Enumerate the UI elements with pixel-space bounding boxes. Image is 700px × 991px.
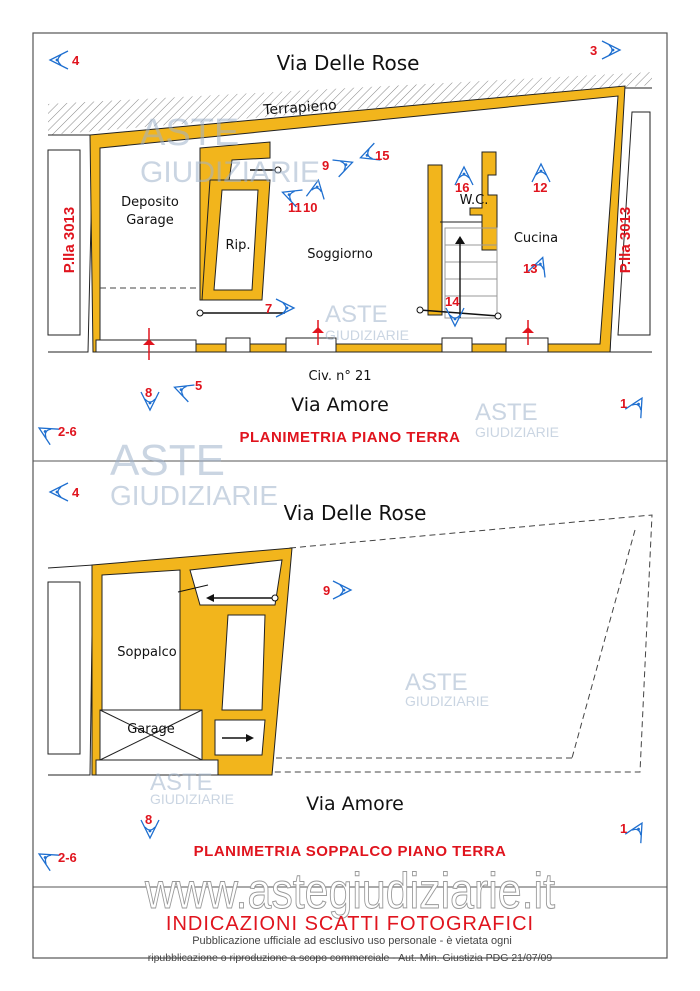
room-label-cucina: Cucina xyxy=(514,231,558,246)
svg-text:16: 16 xyxy=(455,180,469,195)
svg-text:2-6: 2-6 xyxy=(58,424,77,439)
disclaimer-line-2: ripubblicazione o riproduzione a scopo c… xyxy=(148,952,553,964)
camera-marker-13: 13 xyxy=(523,253,552,279)
camera-marker-5: 5 xyxy=(170,378,202,403)
embankment-label: Terrapieno xyxy=(262,97,337,118)
svg-text:13: 13 xyxy=(523,261,537,276)
svg-text:ASTE: ASTE xyxy=(475,399,538,426)
room-label-deposito: Deposito xyxy=(121,195,179,210)
svg-text:14: 14 xyxy=(445,294,460,309)
camera-marker-2-6: 2-6 xyxy=(33,419,77,446)
room-label-soggiorno: Soggiorno xyxy=(307,247,373,262)
neighbour-left-inner xyxy=(47,149,81,336)
svg-text:ASTE: ASTE xyxy=(325,301,388,328)
svg-text:8: 8 xyxy=(145,385,152,400)
street-top-label: Via Delle Rose xyxy=(277,51,420,75)
room-label-garage: Garage xyxy=(126,213,174,228)
kitchen-door xyxy=(505,337,549,353)
svg-text:2-6: 2-6 xyxy=(58,850,77,865)
camera-marker-2-6: 2-6 xyxy=(33,845,77,872)
stair-area xyxy=(189,559,283,606)
svg-text:4: 4 xyxy=(72,53,80,68)
camera-marker-14: 14 xyxy=(445,294,465,327)
room-label-soppalco: Soppalco xyxy=(117,645,176,660)
mezzanine-plan: Via Delle Rose Soppalco Garage Via Amore… xyxy=(33,482,653,872)
svg-text:ASTE: ASTE xyxy=(150,769,213,796)
street-top-label: Via Delle Rose xyxy=(284,501,427,525)
camera-marker-9: 9 xyxy=(322,153,357,178)
watermark-url: www.astegiudiziarie.it xyxy=(144,863,555,919)
svg-text:5: 5 xyxy=(195,378,202,393)
storage-room xyxy=(213,189,259,291)
svg-text:11: 11 xyxy=(288,200,302,215)
camera-marker-12: 12 xyxy=(531,163,551,195)
window xyxy=(441,337,473,353)
garage-door xyxy=(95,339,197,353)
svg-text:ASTE: ASTE xyxy=(405,669,468,696)
camera-marker-4: 4 xyxy=(49,50,80,70)
svg-text:GIUDIZIARIE: GIUDIZIARIE xyxy=(325,327,409,343)
neighbour-right-inner xyxy=(617,111,651,336)
stairs xyxy=(444,227,498,319)
street-bottom-label: Via Amore xyxy=(291,394,389,416)
neighbour-left-inner xyxy=(47,581,81,755)
entrance-arrows xyxy=(143,320,534,360)
svg-text:4: 4 xyxy=(72,485,80,500)
svg-text:7: 7 xyxy=(265,301,272,316)
svg-text:GIUDIZIARIE: GIUDIZIARIE xyxy=(475,424,559,440)
camera-marker-16: 16 xyxy=(454,166,474,195)
neighbour-left xyxy=(47,564,94,776)
camera-marker-8: 8 xyxy=(140,385,160,411)
svg-text:9: 9 xyxy=(323,583,330,598)
kitchen-wall xyxy=(427,164,443,316)
room-label-garage: Garage xyxy=(127,722,175,737)
garage-door xyxy=(95,759,219,776)
svg-text:1: 1 xyxy=(620,821,627,836)
sheet-title: INDICAZIONI SCATTI FOTOGRAFICI xyxy=(166,913,534,935)
embankment-hatch xyxy=(48,72,652,135)
svg-text:9: 9 xyxy=(322,158,329,173)
sheet-border xyxy=(32,32,668,959)
camera-marker-1: 1 xyxy=(620,817,651,844)
camera-marker-7: 7 xyxy=(265,298,295,318)
svg-text:GIUDIZIARIE: GIUDIZIARIE xyxy=(140,156,320,189)
void-outline xyxy=(271,514,653,773)
svg-text:GIUDIZIARIE: GIUDIZIARIE xyxy=(150,791,234,807)
disclaimer-line-1: Pubblicazione ufficiale ad esclusivo uso… xyxy=(192,935,512,947)
camera-marker-9: 9 xyxy=(323,580,352,600)
svg-text:15: 15 xyxy=(375,148,389,163)
camera-marker-15: 15 xyxy=(356,142,389,167)
camera-marker-11: 11 xyxy=(278,183,304,215)
camera-marker-8: 8 xyxy=(140,812,160,839)
svg-text:ASTE: ASTE xyxy=(110,436,225,485)
room-label-rip: Rip. xyxy=(225,238,250,253)
camera-marker-4: 4 xyxy=(49,482,80,502)
civic-number: Civ. n° 21 xyxy=(308,369,371,384)
camera-marker-1: 1 xyxy=(620,392,651,419)
camera-marker-3: 3 xyxy=(590,40,621,60)
neighbour-left xyxy=(48,134,94,353)
camera-marker-10: 10 xyxy=(303,177,328,215)
svg-text:GIUDIZIARIE: GIUDIZIARIE xyxy=(405,693,489,709)
svg-text:GIUDIZIARIE: GIUDIZIARIE xyxy=(110,480,278,511)
parcel-label-right: P.lla 3013 xyxy=(617,207,634,273)
svg-text:12: 12 xyxy=(533,180,547,195)
svg-text:ASTE: ASTE xyxy=(140,112,239,154)
svg-text:10: 10 xyxy=(303,200,317,215)
ground-floor-plan: Via Delle Rose Terrapieno xyxy=(33,40,652,446)
entrance-door xyxy=(285,337,337,353)
plan-title: PLANIMETRIA SOPPALCO PIANO TERRA xyxy=(194,843,507,860)
svg-text:3: 3 xyxy=(590,43,597,58)
room-label-wc: W.C. xyxy=(460,193,489,208)
window xyxy=(225,337,251,353)
svg-text:1: 1 xyxy=(620,396,627,411)
parcel-label-left: P.lla 3013 xyxy=(61,207,78,273)
watermark: ASTE GIUDIZIARIE ASTE GIUDIZIARIE ASTE G… xyxy=(110,112,559,920)
plan-title: PLANIMETRIA PIANO TERRA xyxy=(240,429,461,446)
storage-room xyxy=(221,614,266,711)
svg-text:8: 8 xyxy=(145,812,152,827)
street-bottom-label: Via Amore xyxy=(306,793,404,815)
